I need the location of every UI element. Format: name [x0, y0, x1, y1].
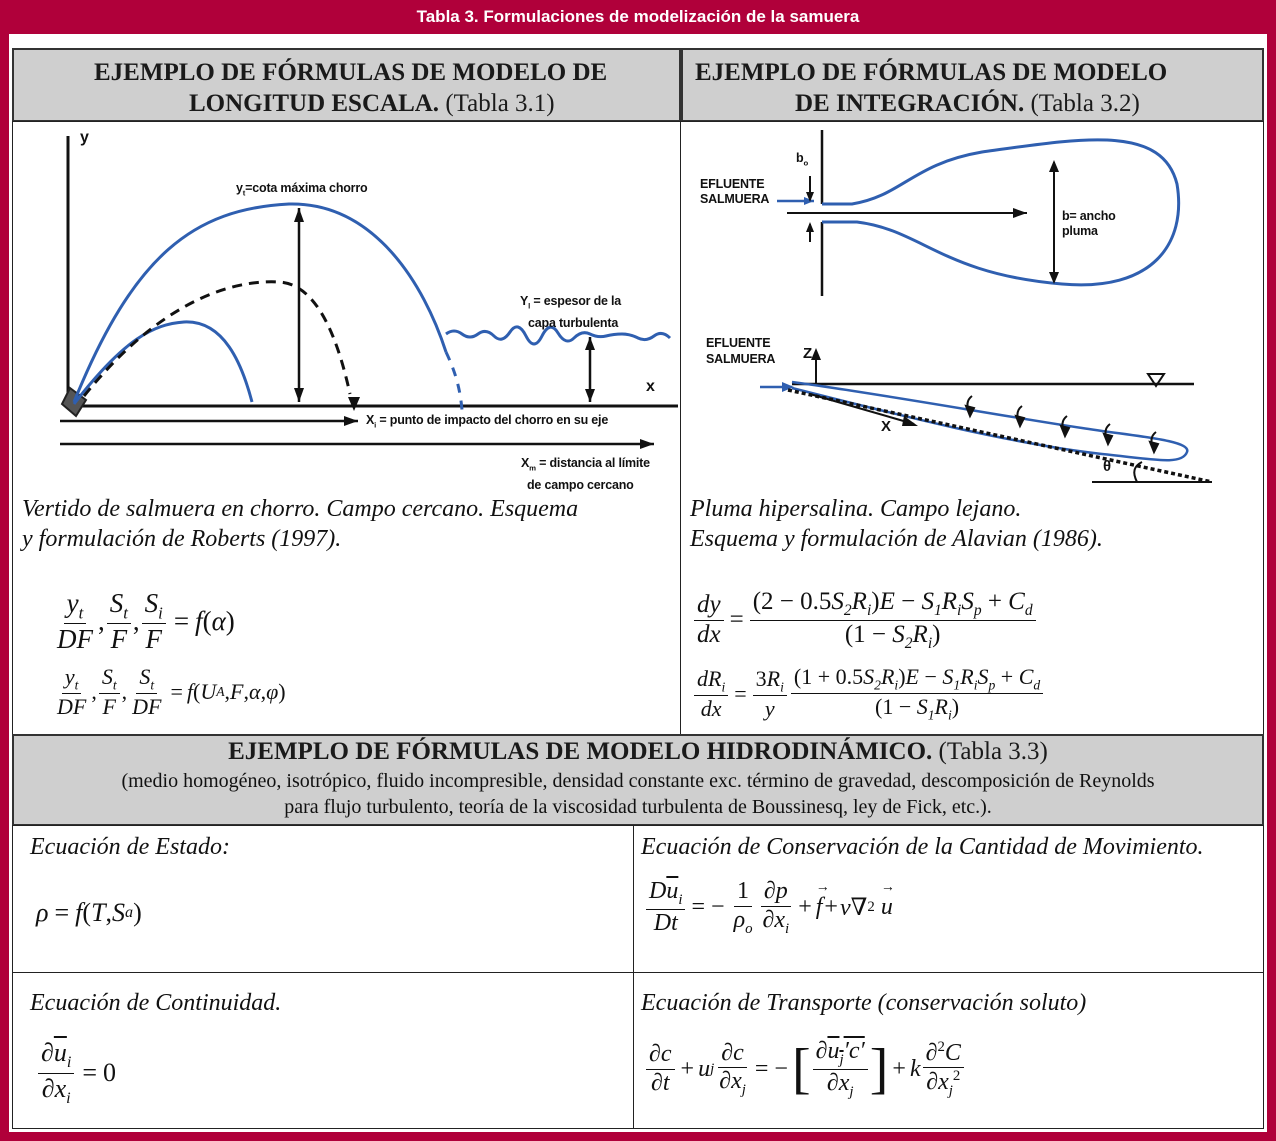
formula-continuidad: ∂ui∂xi =0: [36, 1038, 116, 1108]
header-hidro-title: EJEMPLO DE FÓRMULAS DE MODELO HIDRODINÁM…: [228, 738, 1048, 765]
label-x-plume: X: [881, 418, 891, 435]
table-title: Tabla 3. Formulaciones de modelización d…: [0, 0, 1276, 34]
label-continuidad: Ecuación de Continuidad.: [30, 990, 282, 1016]
axis-x-label: x: [646, 378, 655, 395]
caption-integracion-line2: Esquema y formulación de Alavian (1986).: [690, 526, 1103, 552]
header-longitud-ref: (Tabla 3.1): [445, 90, 555, 117]
header-hidro: EJEMPLO DE FÓRMULAS DE MODELO HIDRODINÁM…: [12, 734, 1264, 826]
axis-y-label: y: [80, 129, 89, 146]
label-b0: bo: [796, 151, 808, 168]
header-longitud-line2: LONGITUD ESCALA. (Tabla 3.1): [189, 90, 555, 118]
label-estado: Ecuación de Estado:: [30, 834, 230, 860]
label-b-ancho: b= ancho pluma: [1062, 209, 1116, 238]
label-transporte: Ecuación de Transporte (conservación sol…: [641, 990, 1087, 1016]
header-longitud-line1: EJEMPLO DE FÓRMULAS DE MODELO DE: [94, 59, 608, 86]
header-integracion-ref: (Tabla 3.2): [1030, 90, 1140, 117]
caption-longitud-line1: Vertido de salmuera en chorro. Campo cer…: [22, 496, 579, 522]
header-integracion-line1: EJEMPLO DE FÓRMULAS DE MODELO: [695, 59, 1168, 86]
label-z: Z: [803, 345, 812, 362]
header-longitud: EJEMPLO DE FÓRMULAS DE MODELO DE LONGITU…: [12, 48, 681, 122]
header-integracion-line2: DE INTEGRACIÓN. (Tabla 3.2): [795, 90, 1140, 118]
label-efluente-2: EFLUENTE SALMUERA: [706, 336, 776, 366]
header-longitud-title: LONGITUD ESCALA.: [189, 90, 440, 117]
plume-diagram: [760, 130, 1213, 484]
label-efluente-1: EFLUENTE SALMUERA: [700, 177, 770, 206]
label-cantidad: Ecuación de Conservación de la Cantidad …: [641, 834, 1204, 860]
header-hidro-note: (medio homogéneo, isotrópico, fluido inc…: [121, 770, 1155, 818]
caption-longitud-line2: y formulación de Roberts (1997).: [22, 526, 342, 552]
header-integracion: EJEMPLO DE FÓRMULAS DE MODELO DE INTEGRA…: [681, 48, 1264, 122]
header-integracion-title: DE INTEGRACIÓN.: [795, 90, 1025, 117]
table-frame: [0, 34, 1276, 1141]
label-Xi: Xi = punto de impacto del chorro en su e…: [366, 413, 609, 430]
label-theta: θ: [1103, 458, 1111, 475]
jet-diagram: [60, 136, 678, 449]
label-yt: yt=cota máxima chorro: [236, 181, 368, 198]
label-Xm: Xm = distancia al límite de campo cercan…: [521, 456, 650, 492]
caption-integracion-line1: Pluma hipersalina. Campo lejano.: [690, 496, 1022, 522]
label-Yl: Yl = espesor de la capa turbulenta: [520, 294, 622, 330]
cell-transporte: [633, 972, 1264, 1129]
